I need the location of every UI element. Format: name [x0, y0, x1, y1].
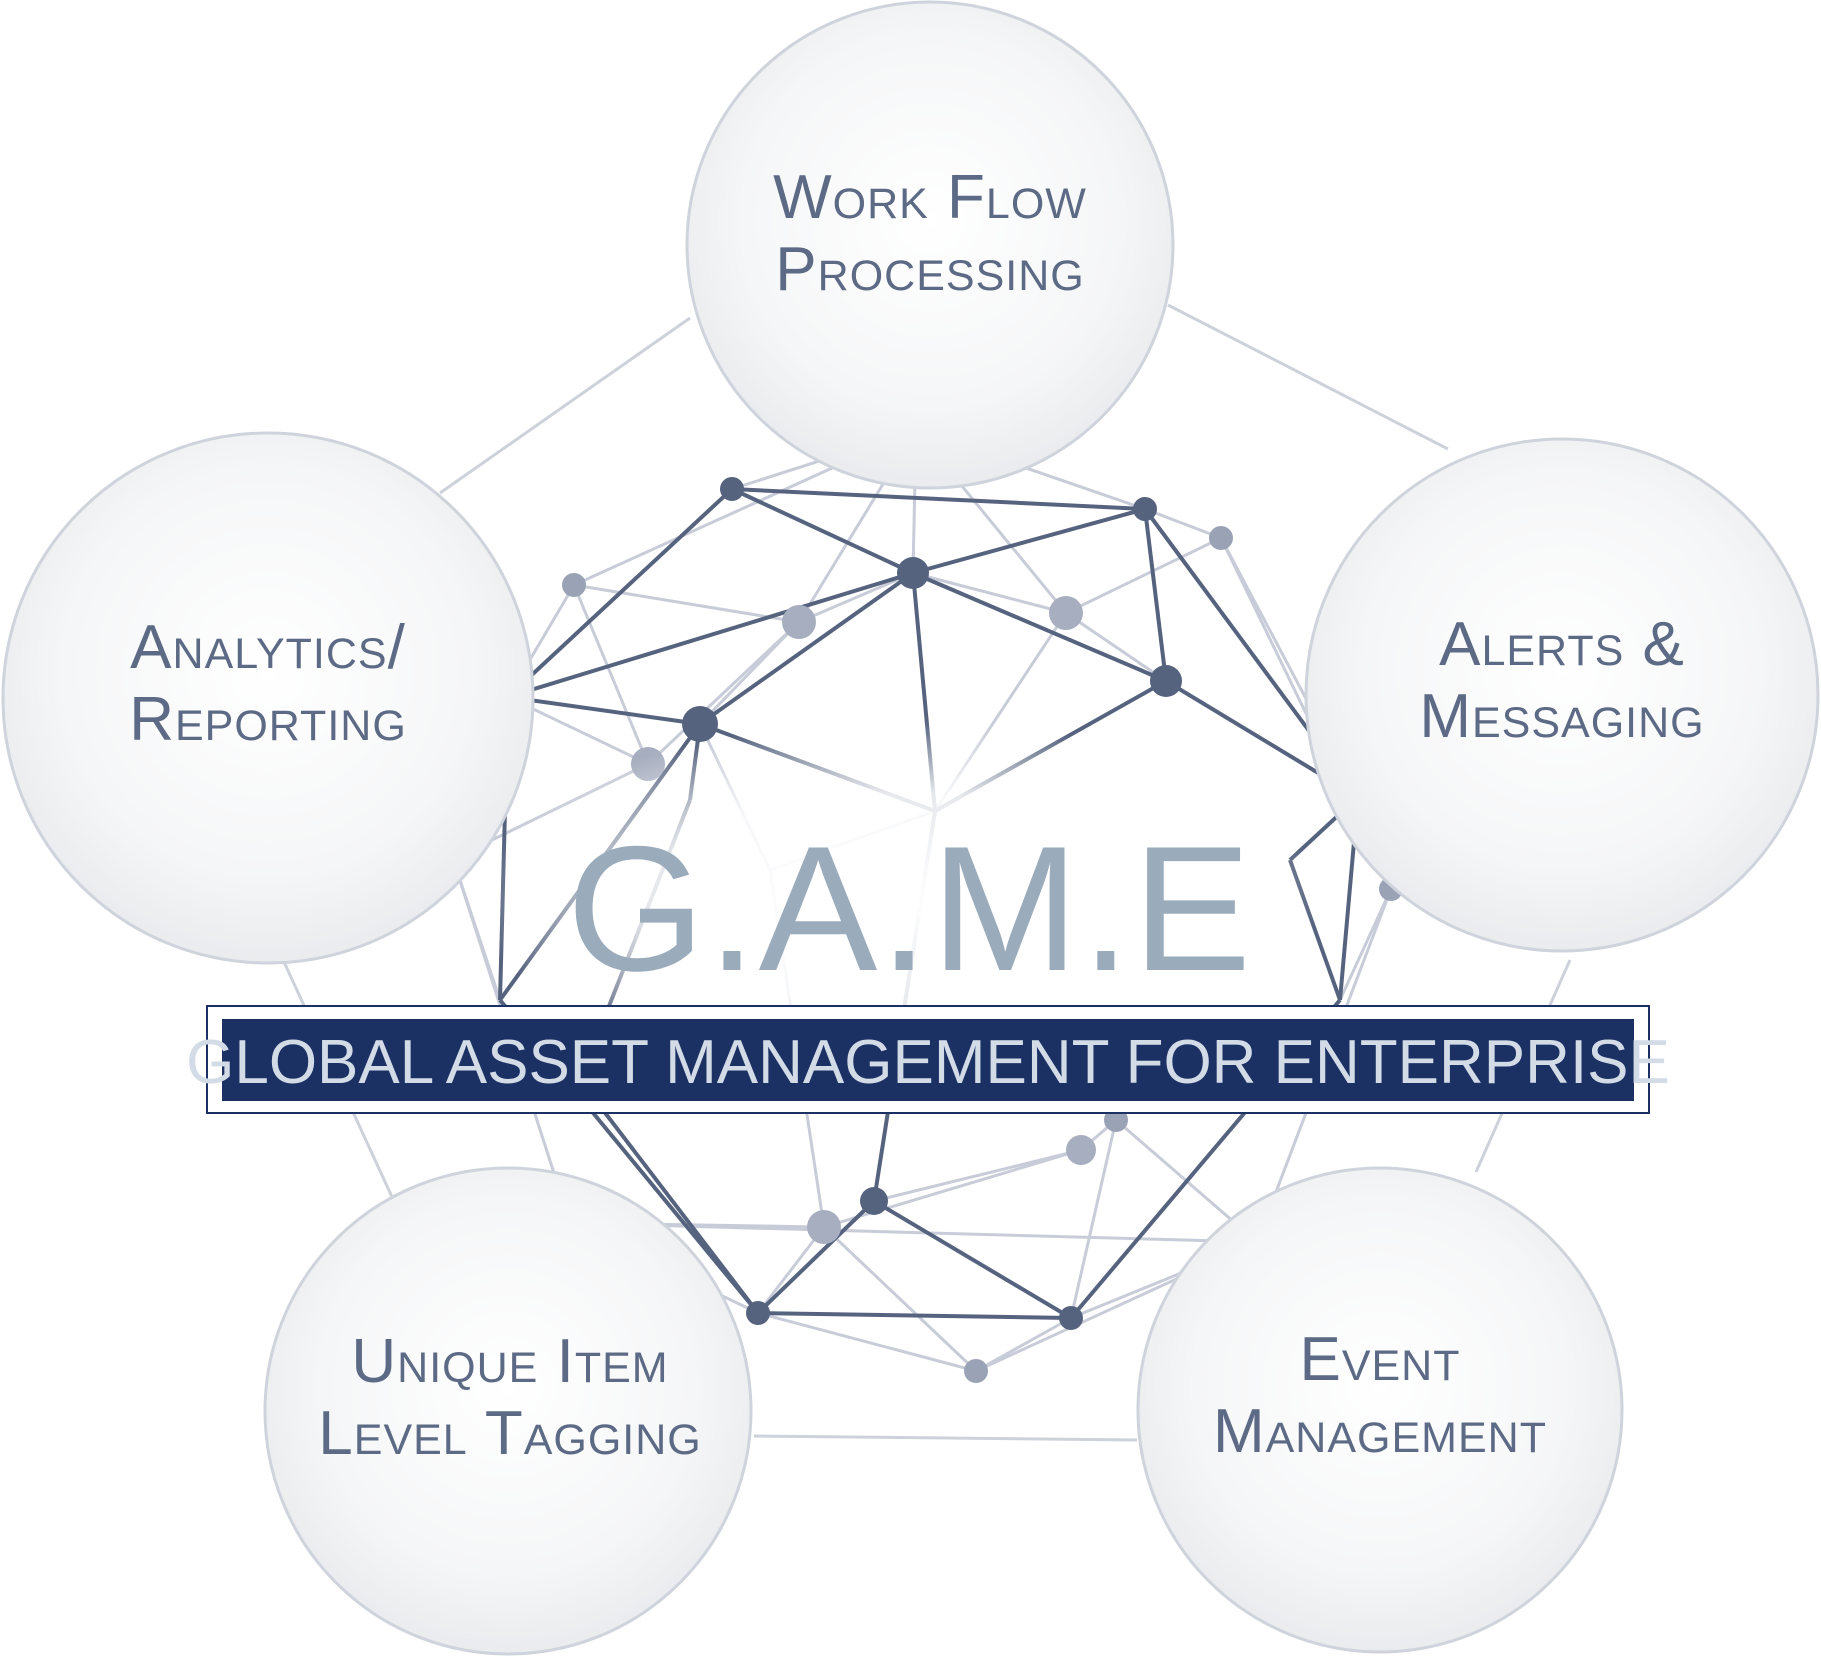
- node-circle: [685, 0, 1175, 490]
- node-analytics-reporting: Analytics/ Reporting: [1, 431, 535, 965]
- network-light-line: [822, 1225, 978, 1373]
- network-dark-line: [507, 695, 701, 726]
- node-label-line1: Work Flow: [773, 163, 1087, 232]
- network-light-line: [572, 584, 650, 765]
- network-dark-dot: [682, 706, 718, 742]
- network-light-line: [1065, 536, 1222, 615]
- node-label-line1: Analytics/: [130, 613, 406, 682]
- network-dark-dot: [860, 1187, 888, 1215]
- node-label-line2: Messaging: [1419, 682, 1704, 751]
- node-label-line2: Management: [1213, 1397, 1547, 1466]
- node-label-line1: Alerts &: [1439, 610, 1685, 679]
- network-light-line: [646, 620, 801, 766]
- network-dark-dot: [1150, 665, 1182, 697]
- node-label-line2: Level Tagging: [318, 1399, 701, 1468]
- node-circle: [263, 1166, 753, 1656]
- banner-fill: [222, 1019, 1634, 1101]
- node-label-line1: Event: [1299, 1325, 1460, 1394]
- banner-text: GLOBAL ASSET MANAGEMENT FOR ENTERPRISE: [186, 1028, 1670, 1097]
- node-alerts-messaging: Alerts & Messaging: [1304, 437, 1820, 953]
- network-light-line: [451, 858, 502, 1001]
- node-event-management: Event Management: [1136, 1166, 1624, 1654]
- outer-connection-line: [1167, 303, 1449, 451]
- network-light-dot: [807, 1210, 841, 1244]
- network-dark-line: [757, 1311, 1072, 1320]
- page-title: G.A.M.E: [567, 809, 1254, 1008]
- node-work-flow-processing: Work Flow Processing: [685, 0, 1175, 490]
- network-dark-dot: [897, 557, 929, 589]
- node-circle: [1, 431, 535, 965]
- node-label-line2: Processing: [775, 235, 1084, 304]
- network-dark-line: [912, 571, 1167, 683]
- network-light-line: [912, 571, 1067, 615]
- network-dark-line: [731, 487, 914, 575]
- network-dark-line: [698, 571, 915, 726]
- subtitle-banner: GLOBAL ASSET MANAGEMENT FOR ENTERPRISE: [186, 1005, 1670, 1114]
- network-light-dot: [782, 605, 816, 639]
- title-glow: [480, 720, 1320, 1080]
- network-dark-line: [912, 507, 1146, 575]
- network-light-dot: [562, 573, 586, 597]
- node-circle: [1304, 437, 1820, 953]
- network-light-line: [1065, 611, 1167, 683]
- network-dark-dot: [1133, 497, 1157, 521]
- node-label-line2: Reporting: [129, 685, 407, 754]
- network-dark-line: [872, 1199, 1073, 1320]
- network-light-dot: [1049, 596, 1083, 630]
- network-dark-dot: [1059, 1306, 1083, 1330]
- network-light-line: [1069, 1119, 1118, 1319]
- network-dark-line: [756, 1199, 876, 1315]
- network-light-line: [873, 1148, 1082, 1203]
- network-dark-line: [731, 487, 1146, 511]
- outer-connection-line: [753, 1434, 1138, 1442]
- network-dark-line: [1143, 508, 1168, 682]
- node-circle: [1136, 1166, 1624, 1654]
- node-unique-item-level-tagging: Unique Item Level Tagging: [263, 1166, 753, 1656]
- network-light-dot: [964, 1359, 988, 1383]
- network-dark-dot: [720, 477, 744, 501]
- network-light-line: [823, 1148, 1082, 1229]
- network-dark-dot: [746, 1301, 770, 1325]
- node-label-line1: Unique Item: [351, 1327, 668, 1396]
- network-light-dot: [1209, 526, 1233, 550]
- network-light-line: [1144, 507, 1222, 540]
- network-dark-line: [506, 487, 734, 699]
- network-light-line: [1338, 888, 1393, 1001]
- network-light-line: [573, 583, 800, 624]
- network-light-dot: [1066, 1135, 1096, 1165]
- network-dark-line: [507, 571, 914, 699]
- network-dark-line: [578, 1078, 760, 1315]
- network-light-line: [757, 1311, 977, 1373]
- network-light-line: [756, 1226, 826, 1314]
- network-light-line: [798, 571, 914, 624]
- outer-connection-line: [439, 316, 691, 495]
